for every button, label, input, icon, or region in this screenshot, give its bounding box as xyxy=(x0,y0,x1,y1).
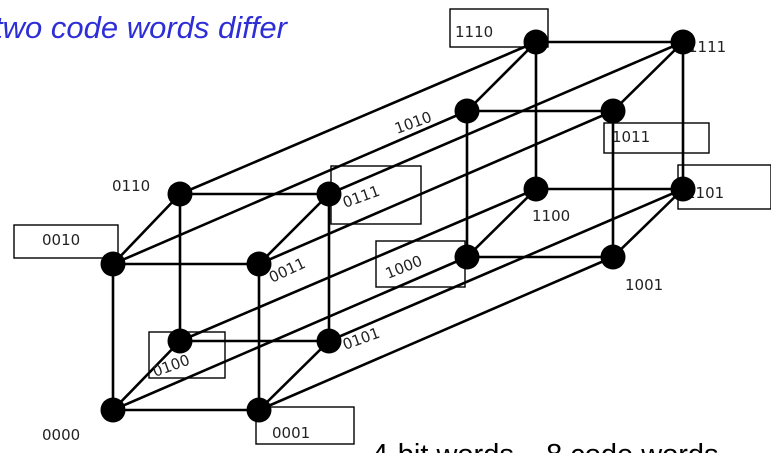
nodes-layer xyxy=(100,29,696,423)
node-0001 xyxy=(246,397,272,423)
diagram-title: two code words differ xyxy=(0,10,289,45)
edge-0010-0110 xyxy=(111,192,182,266)
node-label-0010: 0010 xyxy=(42,231,80,249)
node-label-0100: 0100 xyxy=(150,351,192,381)
edges-layer xyxy=(111,40,685,412)
node-label-0101: 0101 xyxy=(340,324,382,354)
node-0101 xyxy=(316,328,342,354)
edge-1001-0001 xyxy=(257,255,615,412)
node-0100 xyxy=(167,328,193,354)
node-label-0000: 0000 xyxy=(42,426,80,444)
node-1111 xyxy=(670,29,696,55)
edge-1000-1100 xyxy=(465,187,538,259)
node-1100 xyxy=(523,176,549,202)
node-label-1001: 1001 xyxy=(625,276,663,294)
node-0110 xyxy=(167,181,193,207)
edge-1001-1101 xyxy=(611,187,685,259)
codeword-box-1110 xyxy=(449,8,549,48)
edge-1100-0100 xyxy=(178,187,538,343)
edge-1010-0010 xyxy=(111,109,469,266)
edge-0011-0111 xyxy=(257,192,331,266)
codeword-box-0001 xyxy=(255,406,355,445)
node-label-1110: 1110 xyxy=(455,23,493,41)
node-label-0110: 0110 xyxy=(112,177,150,195)
node-1110 xyxy=(523,29,549,55)
node-1000 xyxy=(454,244,480,270)
edge-1111-0111 xyxy=(327,40,685,196)
node-0000 xyxy=(100,397,126,423)
diagram-caption: 4-bit words – 8 code words xyxy=(372,439,719,453)
node-label-1101: 1101 xyxy=(686,184,724,202)
node-0011 xyxy=(246,251,272,277)
codeword-box-0010 xyxy=(13,224,119,259)
boxes-layer xyxy=(13,8,771,445)
edge-1011-0011 xyxy=(257,109,615,266)
node-label-1111: 1111 xyxy=(688,38,726,56)
node-0010 xyxy=(100,251,126,277)
edge-1000-0000 xyxy=(111,255,469,412)
edge-0001-0101 xyxy=(257,339,331,412)
edge-1110-0110 xyxy=(178,40,538,196)
node-label-0001: 0001 xyxy=(272,424,310,442)
node-1011 xyxy=(600,98,626,124)
edge-1010-1110 xyxy=(465,40,538,113)
node-label-1011: 1011 xyxy=(612,128,650,146)
node-0111 xyxy=(316,181,342,207)
edge-0000-0100 xyxy=(111,339,182,412)
node-1001 xyxy=(600,244,626,270)
edge-1011-1111 xyxy=(611,40,685,113)
node-1010 xyxy=(454,98,480,124)
node-1101 xyxy=(670,176,696,202)
node-label-1100: 1100 xyxy=(532,207,570,225)
edge-1101-0101 xyxy=(327,187,685,343)
codeword-box-1011 xyxy=(603,122,710,154)
